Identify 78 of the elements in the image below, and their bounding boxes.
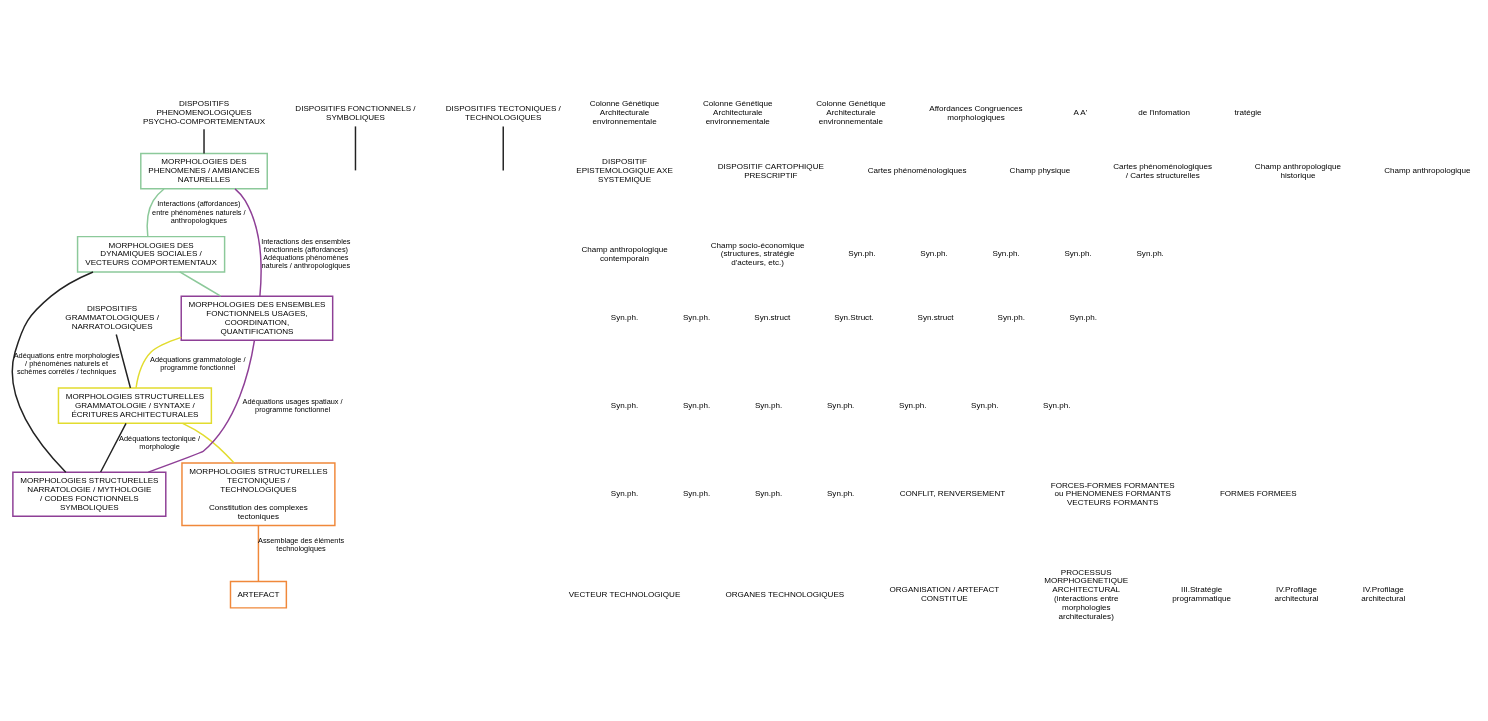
node-box: MORPHOLOGIES STRUCTURELLES GRAMMATOLOGIE / SYNTAXE / ÉCRITURES ARCHITECTURALES (57, 387, 213, 425)
label: Colonne Génétique Architecturale environnementale (816, 99, 886, 126)
label: IV.Profilage architectural (1361, 585, 1406, 604)
label: Syn.ph. (754, 489, 783, 499)
label: Syn.ph. (971, 400, 999, 410)
label: tratégie (1234, 108, 1262, 118)
connector (135, 336, 182, 389)
label: DISPOSITIF EPISTEMOLOGIQUE AXE SYSTEMIQUE (576, 157, 673, 185)
label: Syn.ph. (1064, 249, 1092, 259)
label: VECTEUR TECHNOLOGIQUE (568, 589, 681, 599)
node-box: MORPHOLOGIES DES ENSEMBLES FONCTIONNELS USAGES, COORDINATION, QUANTIFICATIONS (180, 295, 334, 341)
label: FORMES FORMEES (1219, 489, 1297, 499)
node-box: MORPHOLOGIES DES DYNAMIQUES SOCIALES / VECTEURS COMPORTEMENTAUX (76, 235, 226, 273)
label: Syn.struct (917, 313, 954, 323)
label: Syn.ph. (682, 400, 711, 410)
connector (115, 333, 132, 389)
label: Syn.ph. (610, 489, 639, 499)
label: Syn.ph. (826, 489, 855, 499)
label: ORGANISATION / ARTEFACT CONSTITUE (889, 585, 1000, 604)
node-box: MORPHOLOGIES STRUCTURELLES NARRATOLOGIE / MYTHOLOGIE / CODES FONCTIONNELS SYMBOLIQUES (12, 471, 167, 518)
connector (181, 422, 235, 464)
edge-label: Interactions (affordances) entre phénomènes naturels / anthropologiques (152, 199, 246, 225)
label: FORCES-FORMES FORMANTES ou PHENOMENES FORMANTS VECTEURS FORMANTS (1050, 480, 1175, 508)
node-text: DISPOSITIFS GRAMMATOLOGIQUES / NARRATOLOGIQUES (65, 304, 159, 332)
connector (146, 188, 165, 238)
label: Champ anthropologique (1384, 166, 1471, 176)
node-text: DISPOSITIFS PHENOMENOLOGIQUES PSYCHO-COMPORTEMENTAUX (142, 99, 266, 126)
label: ORGANES TECHNOLOGIQUES (725, 589, 845, 599)
connector (354, 125, 357, 172)
label: CONFLIT, RENVERSEMENT (899, 489, 1006, 499)
label: Syn.ph. (848, 249, 876, 259)
label: Syn.ph. (997, 313, 1025, 323)
connector (147, 339, 256, 473)
label: Cartes phénoménologiques (867, 166, 967, 176)
label: Syn.ph. (610, 400, 639, 410)
node-text: DISPOSITIFS FONCTIONNELS / SYMBOLIQUES (295, 103, 416, 122)
label: Syn.ph. (682, 313, 711, 323)
label: Syn.ph. (1043, 400, 1071, 410)
edge-label: Adéquations usages spatiaux / programme fonctionnel (242, 396, 343, 414)
node-box: MORPHOLOGIES DES PHENOMENES / AMBIANCES NATURELLES (140, 152, 268, 190)
label: Syn.ph. (992, 249, 1020, 259)
label: Syn.ph. (610, 313, 639, 323)
label: Champ anthropologique historique (1254, 161, 1342, 180)
label: Syn.ph. (899, 400, 927, 410)
label: Syn.ph. (920, 249, 948, 259)
label: DISPOSITIF CARTOPHIQUE PRESCRIPTIF (717, 161, 824, 180)
label: III.Stratégie programmatique (1172, 585, 1232, 604)
label: Syn.ph. (1136, 249, 1164, 259)
label: Colonne Génétique Architecturale environnementale (702, 99, 773, 126)
label: Champ physique (1009, 166, 1071, 176)
connector (203, 128, 205, 155)
label: Syn.ph. (826, 400, 855, 410)
label: IV.Profilage architectural (1274, 585, 1319, 604)
node-box: ARTEFACT (229, 580, 288, 609)
connector (234, 188, 262, 297)
label: de l'infomation (1138, 108, 1191, 118)
label: Champ anthropologique contemporain (581, 244, 668, 263)
label: Syn.Struct. (834, 313, 874, 323)
label: PROCESSUS MORPHOGENETIQUE ARCHITECTURAL (interactions entre morphologies architecturales) (1044, 567, 1129, 621)
edge-label: Adéquations tectonique / morphologie (119, 434, 200, 452)
edge-label: Adéquations grammatologie / programme fonctionnel (150, 354, 246, 373)
label: Syn.struct (754, 313, 791, 323)
connector (502, 125, 504, 172)
node-box: MORPHOLOGIES STRUCTURELLES TECTONIQUES / TECHNOLOGIQUES Constitution des complexes tectoniques (181, 462, 336, 527)
label: Colonne Génétique Architecturale environnementale (589, 99, 660, 126)
label: Cartes phénoménologiques / Cartes structurelles (1113, 161, 1213, 180)
node-text: DISPOSITIFS TECTONIQUES / TECHNOLOGIQUES (445, 103, 561, 122)
label: A A' (1073, 108, 1088, 118)
edge-label: Interactions des ensembles fonctionnels (affordances) Adéquations phénomènes naturels / anthropologiques (261, 236, 351, 271)
connector (179, 271, 222, 297)
connector (11, 271, 94, 473)
label: Champ socio-économique (structures, stratégie d'acteurs, etc.) (710, 240, 805, 268)
label: Affordances Congruences morphologiques (929, 103, 1023, 122)
label: Syn.ph. (682, 489, 711, 499)
connector (257, 525, 260, 583)
label: Syn.ph. (1069, 313, 1097, 323)
label: Syn.ph. (754, 400, 783, 410)
connector (99, 422, 127, 473)
